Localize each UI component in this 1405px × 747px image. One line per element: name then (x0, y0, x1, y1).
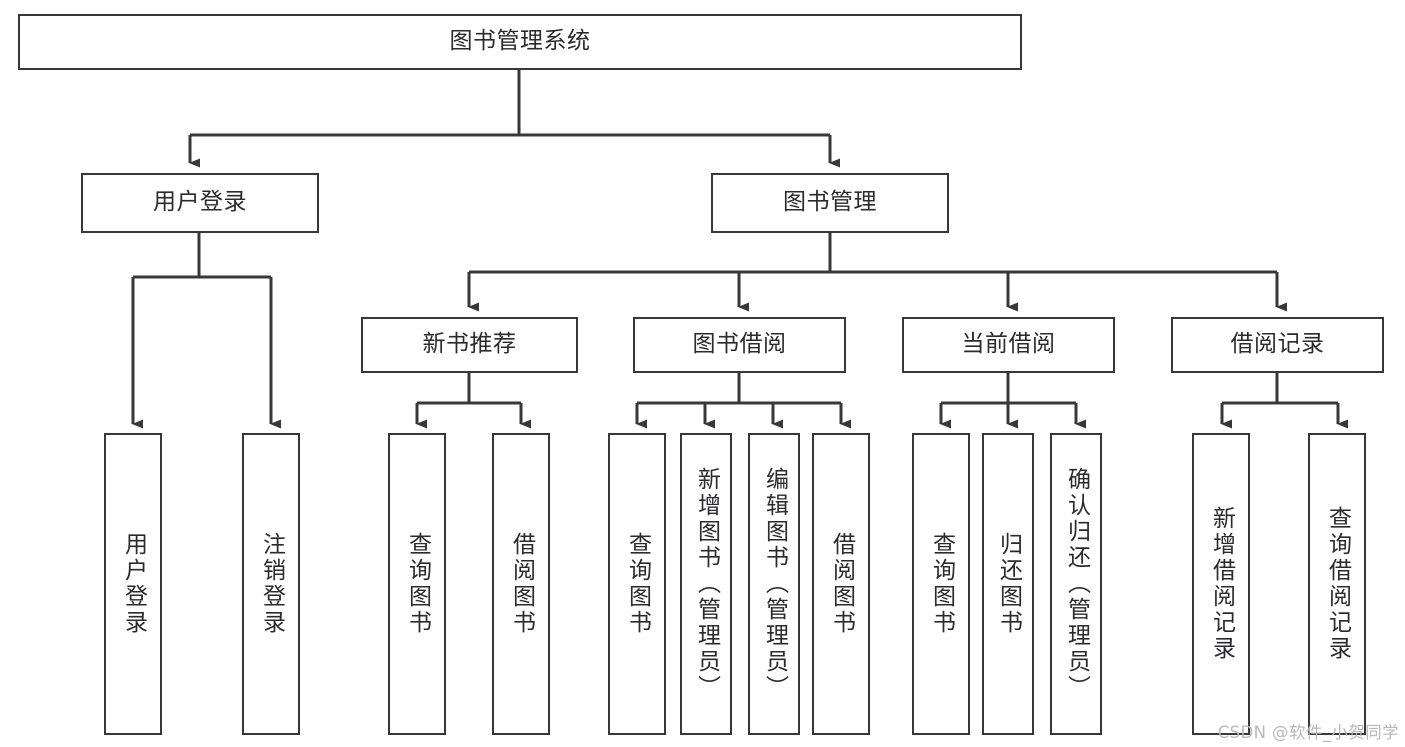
node-label: 用户登录 (153, 189, 247, 216)
leaf-user-login-logout[interactable]: 注销登录 (242, 433, 300, 735)
leaf-current-return-books[interactable]: 归还图书 (982, 433, 1034, 735)
node-label: 查询图书 (624, 532, 651, 636)
leaf-borrow-borrow-books[interactable]: 借阅图书 (812, 433, 870, 735)
node-user-login[interactable]: 用户登录 (81, 173, 319, 233)
node-label: 图书管理 (783, 189, 877, 216)
node-label: 新增借阅记录 (1208, 506, 1235, 662)
csdn-watermark: CSDN @软件_小贺同学 (1217, 723, 1399, 742)
node-borrow-records[interactable]: 借阅记录 (1171, 317, 1384, 373)
leaf-record-add-borrow-record[interactable]: 新增借阅记录 (1192, 433, 1250, 735)
leaf-new-book-query-books[interactable]: 查询图书 (388, 433, 446, 735)
node-label: 查询图书 (928, 532, 955, 636)
node-label: 借阅记录 (1230, 331, 1325, 358)
leaf-record-query-borrow-record[interactable]: 查询借阅记录 (1308, 433, 1366, 735)
leaf-new-book-borrow-books[interactable]: 借阅图书 (492, 433, 550, 735)
node-label: 图书管理系统 (449, 28, 591, 55)
node-label: 图书借阅 (692, 331, 787, 358)
node-label: 确认归还（管理员） (1063, 467, 1090, 701)
leaf-borrow-query-books[interactable]: 查询图书 (608, 433, 666, 735)
node-book-borrowing[interactable]: 图书借阅 (633, 317, 846, 373)
node-current-borrowing[interactable]: 当前借阅 (902, 317, 1115, 373)
leaf-borrow-edit-book-admin[interactable]: 编辑图书（管理员） (748, 433, 800, 735)
node-label: 注销登录 (258, 532, 285, 636)
node-label: 用户登录 (120, 532, 147, 636)
leaf-user-login-login[interactable]: 用户登录 (104, 433, 162, 735)
node-label: 借阅图书 (828, 532, 855, 636)
leaf-current-confirm-return-admin[interactable]: 确认归还（管理员） (1050, 433, 1102, 735)
node-label: 归还图书 (995, 532, 1022, 636)
node-new-book-recommendation[interactable]: 新书推荐 (361, 317, 578, 373)
node-label: 查询借阅记录 (1324, 506, 1351, 662)
node-label: 当前借阅 (961, 331, 1056, 358)
node-label: 借阅图书 (508, 532, 535, 636)
leaf-borrow-add-book-admin[interactable]: 新增图书（管理员） (680, 433, 732, 735)
leaf-current-query-books[interactable]: 查询图书 (912, 433, 970, 735)
node-label: 编辑图书（管理员） (761, 467, 788, 701)
node-book-management[interactable]: 图书管理 (711, 173, 949, 233)
node-root-book-management-system[interactable]: 图书管理系统 (18, 14, 1022, 70)
node-label: 查询图书 (404, 532, 431, 636)
node-label: 新增图书（管理员） (693, 467, 720, 701)
node-label: 新书推荐 (422, 331, 517, 358)
